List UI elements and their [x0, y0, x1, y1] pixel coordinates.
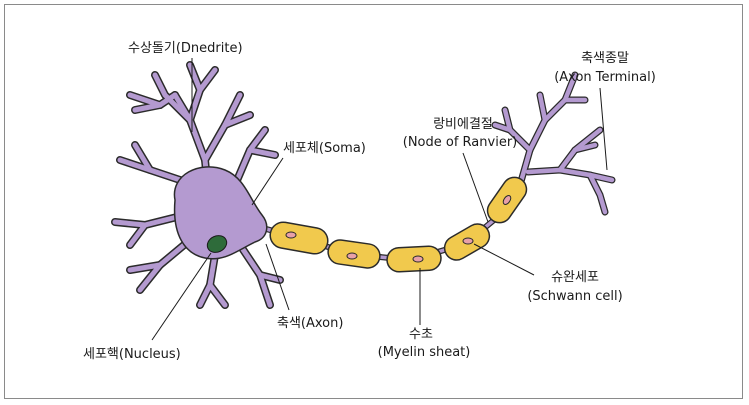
label-nucleus: 세포핵(Nucleus) — [83, 347, 181, 362]
label-node-ko: 랑비에결절 — [433, 117, 493, 132]
leader-lines — [151, 58, 608, 341]
dendrites — [111, 61, 284, 309]
nucleus — [206, 235, 228, 253]
label-terminal-en: (Axon Terminal) — [554, 70, 656, 85]
label-schwann-en: (Schwann cell) — [527, 289, 622, 304]
schwann-cell-1 — [269, 221, 329, 255]
myelin-sheath — [269, 176, 528, 273]
soma — [173, 166, 268, 260]
schwann-cell-3 — [386, 245, 442, 273]
axon-terminal-branches — [491, 71, 616, 216]
label-myelin-ko: 수초 — [409, 327, 433, 342]
label-dendrite: 수상돌기(Dnedrite) — [128, 41, 243, 56]
label-axon: 축색(Axon) — [277, 316, 343, 331]
label-terminal-ko: 축색종말 — [581, 51, 629, 66]
schwann-cell-2 — [327, 239, 381, 269]
label-soma: 세포체(Soma) — [283, 141, 366, 156]
schwann-cell-5 — [486, 176, 528, 224]
label-schwann-ko: 슈완세포 — [551, 270, 599, 285]
label-node-en: (Node of Ranvier) — [403, 135, 517, 150]
schwann-cell-4 — [443, 223, 491, 261]
label-myelin-en: (Myelin sheat) — [378, 345, 471, 360]
figure-frame — [4, 4, 743, 399]
